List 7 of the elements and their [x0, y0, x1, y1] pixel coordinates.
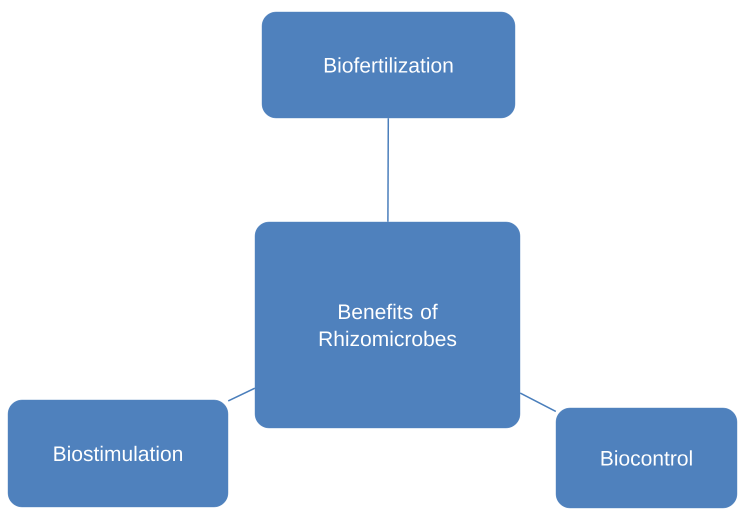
connector-line	[228, 388, 256, 402]
rounded-box: Biofertilization	[262, 12, 516, 118]
rounded-box: Benefits of Rhizomicrobes	[254, 222, 520, 428]
connector-line	[520, 392, 556, 412]
rounded-box: Biocontrol	[556, 408, 738, 508]
connector-line	[387, 118, 390, 222]
rounded-box: Biostimulation	[8, 400, 228, 508]
